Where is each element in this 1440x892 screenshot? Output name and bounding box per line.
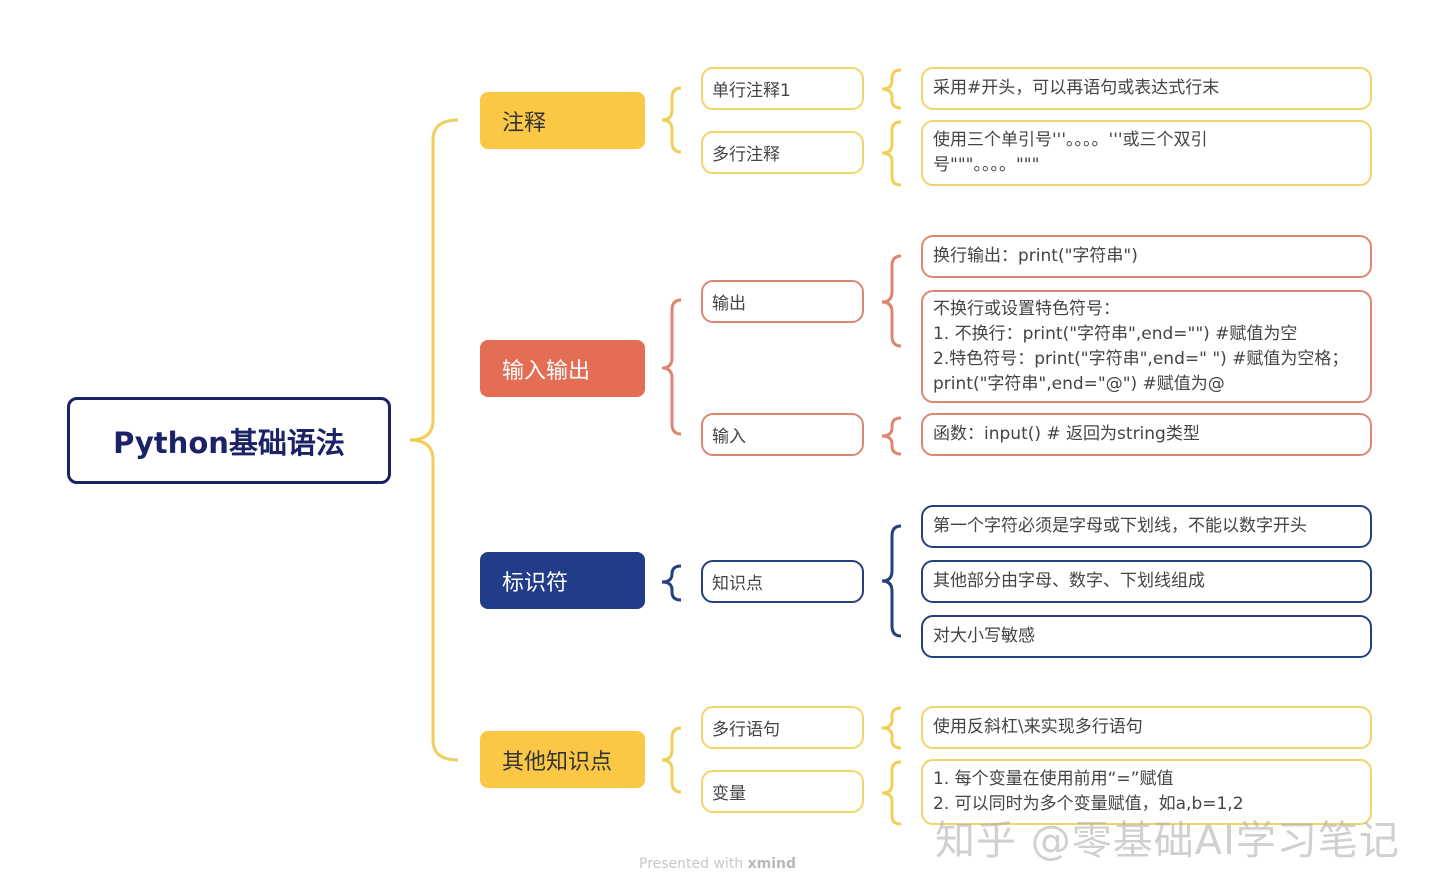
subtopic-multi-comment[interactable]: 多行注释 bbox=[701, 131, 864, 174]
brace-connector bbox=[881, 254, 902, 348]
subtopic-knowledge[interactable]: 知识点 bbox=[701, 560, 864, 603]
brace-connector bbox=[881, 760, 902, 826]
brace-connector bbox=[409, 118, 459, 762]
brace-connector bbox=[881, 68, 902, 110]
subtopic-input[interactable]: 输入 bbox=[701, 413, 864, 456]
topic-other[interactable]: 其他知识点 bbox=[480, 731, 645, 788]
brace-connector bbox=[661, 726, 682, 794]
watermark: 知乎 @零基础AI学习笔记 bbox=[935, 818, 1400, 864]
subtopic-output[interactable]: 输出 bbox=[701, 280, 864, 323]
subtopic-single-comment[interactable]: 单行注释1 bbox=[701, 67, 864, 110]
brace-connector bbox=[881, 706, 902, 750]
brace-connector bbox=[661, 564, 682, 602]
detail[interactable]: 使用反斜杠\来实现多行语句 bbox=[921, 706, 1372, 749]
root-topic[interactable]: Python基础语法 bbox=[67, 397, 391, 484]
subtopic-multiline-statement[interactable]: 多行语句 bbox=[701, 706, 864, 749]
detail[interactable]: 函数：input() # 返回为string类型 bbox=[921, 413, 1372, 456]
detail[interactable]: 对大小写敏感 bbox=[921, 615, 1372, 658]
detail[interactable]: 不换行或设置特色符号： 1. 不换行：print("字符串",end="") #… bbox=[921, 290, 1372, 403]
footer-credit: Presented with xmind bbox=[639, 856, 796, 872]
detail[interactable]: 其他部分由字母、数字、下划线组成 bbox=[921, 560, 1372, 603]
detail[interactable]: 1. 每个变量在使用前用“=”赋值 2. 可以同时为多个变量赋值，如a,b=1,… bbox=[921, 759, 1372, 825]
topic-comments[interactable]: 注释 bbox=[480, 92, 645, 149]
brace-connector bbox=[881, 416, 902, 456]
footer-prefix: Presented with bbox=[639, 856, 748, 872]
detail[interactable]: 第一个字符必须是字母或下划线，不能以数字开头 bbox=[921, 505, 1372, 548]
brace-connector bbox=[661, 298, 682, 436]
subtopic-variable[interactable]: 变量 bbox=[701, 770, 864, 813]
detail[interactable]: 换行输出：print("字符串") bbox=[921, 235, 1372, 278]
topic-io[interactable]: 输入输出 bbox=[480, 340, 645, 397]
brace-connector bbox=[881, 524, 902, 638]
detail[interactable]: 采用#开头，可以再语句或表达式行末 bbox=[921, 67, 1372, 110]
brace-connector bbox=[661, 86, 682, 154]
footer-brand: xmind bbox=[747, 856, 797, 872]
brace-connector bbox=[881, 120, 902, 187]
topic-identifier[interactable]: 标识符 bbox=[480, 552, 645, 609]
detail[interactable]: 使用三个单引号'''。。。。'''或三个双引 号"""。。。。""" bbox=[921, 120, 1372, 186]
